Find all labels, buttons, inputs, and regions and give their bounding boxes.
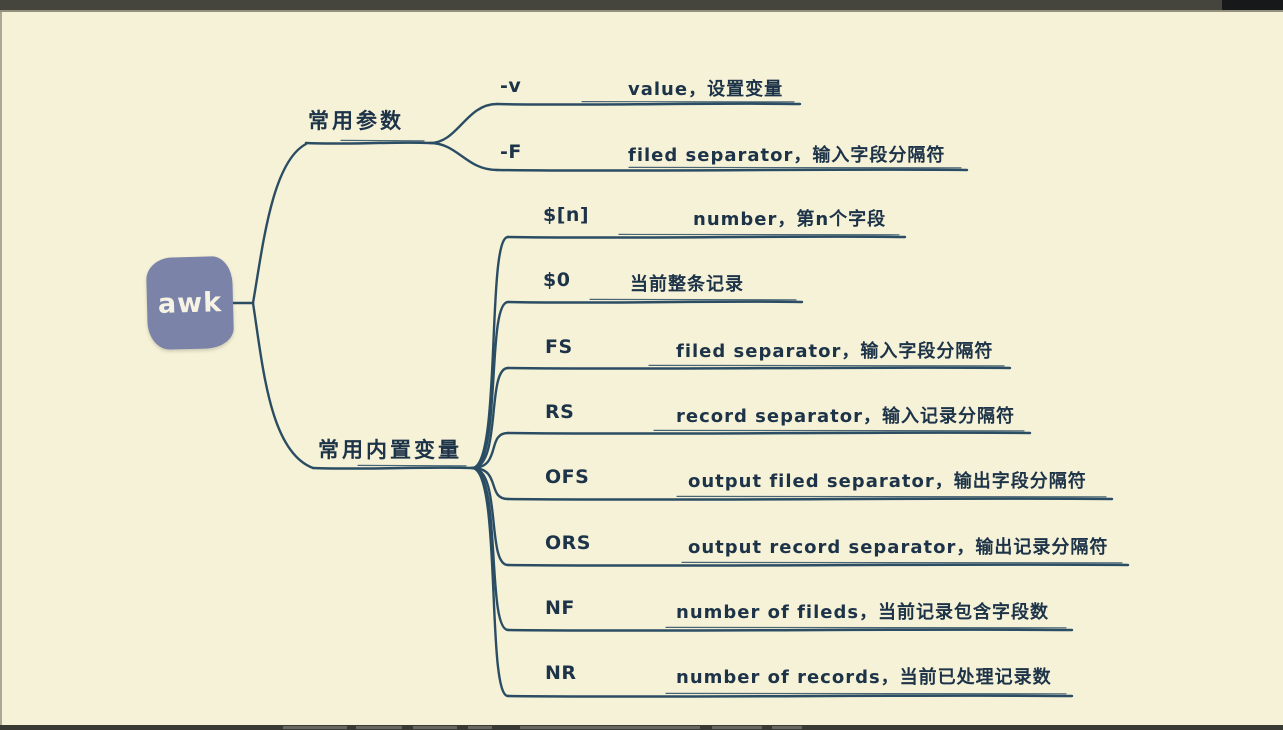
branch-builtin-variables[interactable]: 常用内置变量: [318, 438, 462, 462]
topic-desc-dollar-0[interactable]: 当前整条记录: [630, 274, 744, 295]
topic-desc-F[interactable]: filed separator，输入字段分隔符: [628, 145, 946, 166]
topic-term-F[interactable]: -F: [500, 141, 522, 163]
topic-desc-ORS[interactable]: output record separator，输出记录分隔符: [688, 537, 1109, 558]
progress-segment: [772, 726, 802, 729]
progress-segment: [413, 726, 457, 729]
topic-term-ORS[interactable]: ORS: [545, 532, 591, 554]
topic-desc-FS[interactable]: filed separator，输入字段分隔符: [676, 341, 994, 362]
topic-desc-NF[interactable]: number of fileds，当前记录包含字段数: [676, 602, 1050, 623]
progress-segment: [520, 726, 700, 729]
progress-bar[interactable]: [0, 725, 1283, 730]
topic-desc-RS[interactable]: record separator，输入记录分隔符: [676, 406, 1015, 427]
progress-segment: [356, 726, 402, 729]
topic-term-OFS[interactable]: OFS: [545, 466, 590, 488]
root-curves: [231, 142, 315, 470]
progress-segment: [468, 726, 492, 729]
topic-desc-OFS[interactable]: output filed separator，输出字段分隔符: [688, 471, 1087, 492]
topic-term-FS[interactable]: FS: [545, 336, 573, 358]
branch1-lines: [304, 101, 969, 172]
progress-segment: [712, 726, 762, 729]
topic-term-NF[interactable]: NF: [545, 597, 575, 619]
root-topic-label: awk: [157, 286, 223, 320]
top-bar: [0, 0, 1283, 10]
topic-desc-v[interactable]: value，设置变量: [628, 79, 784, 100]
topic-term-v[interactable]: -v: [500, 75, 522, 97]
left-edge-line: [0, 12, 2, 726]
top-bar-edge-line: [0, 10, 1283, 12]
branch-common-parameters[interactable]: 常用参数: [308, 109, 404, 133]
topic-desc-NR[interactable]: number of records，当前已处理记录数: [676, 667, 1052, 688]
topic-term-dollar-0[interactable]: $0: [543, 269, 571, 291]
root-topic-awk[interactable]: awk: [145, 255, 235, 351]
progress-segment: [283, 726, 347, 729]
topic-term-RS[interactable]: RS: [545, 401, 575, 423]
topic-term-dollar-n[interactable]: $[n]: [543, 204, 590, 226]
topic-desc-dollar-n[interactable]: number，第n个字段: [693, 209, 887, 230]
top-bar-dark-segment: [1222, 0, 1283, 10]
branch2-lines: [311, 233, 1130, 698]
topic-term-NR[interactable]: NR: [545, 662, 577, 684]
